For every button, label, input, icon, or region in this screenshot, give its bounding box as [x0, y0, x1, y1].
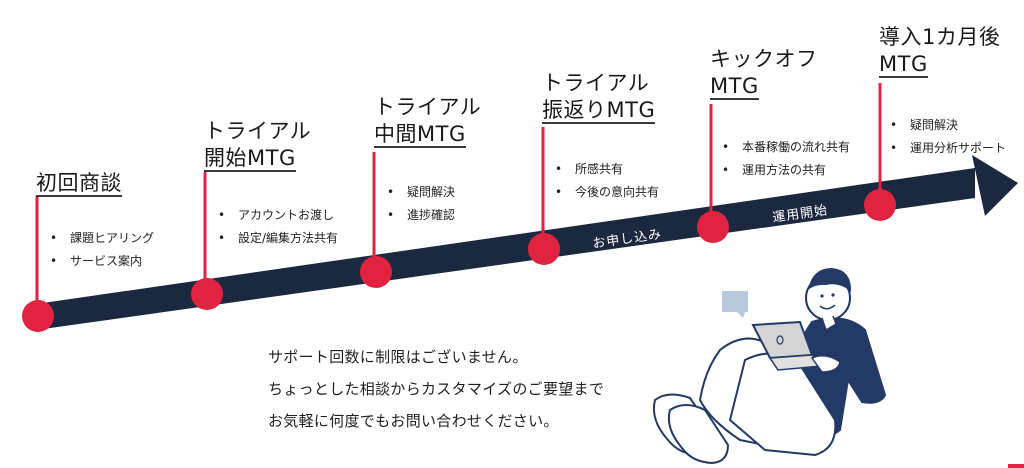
corner-accent-bar — [1008, 464, 1024, 468]
message-line: ちょっとした相談からカスタマイズのご要望まで — [268, 380, 605, 398]
bullet-item: 疑問解決 — [888, 114, 1006, 137]
stage-title: トライアル 中間MTG — [374, 94, 481, 148]
stage-bullets: 本番稼働の流れ共有 運用方法の共有 — [720, 136, 850, 182]
stage-node-6 — [864, 189, 896, 221]
stage-title-line: 導入1カ月後 — [879, 25, 1001, 49]
support-message: サポート回数に制限はございません。 ちょっとした相談からカスタマイズのご要望まで… — [268, 341, 604, 437]
stage-bullets: 課題ヒアリング サービス案内 — [48, 227, 154, 273]
bullet-item: アカウントお渡し — [216, 204, 338, 227]
stage-trial-midpoint: トライアル 中間MTG — [374, 94, 481, 148]
stage-title-line: 中間MTG — [374, 122, 466, 148]
bullet-item: サービス案内 — [48, 250, 154, 273]
bullet-item: 運用方法の共有 — [720, 159, 850, 182]
stage-bullets: アカウントお渡し 設定/編集方法共有 — [216, 204, 338, 250]
stage-title-line: トライアル — [204, 119, 312, 143]
stage-title-line: MTG — [879, 52, 928, 78]
stage-node-2 — [191, 278, 223, 310]
stage-trial-start: トライアル 開始MTG — [204, 118, 311, 172]
stage-bullets: 疑問解決 進捗確認 — [385, 181, 455, 227]
bullet-item: 進捗確認 — [385, 204, 455, 227]
bullet-item: 今後の意向共有 — [553, 181, 659, 204]
stage-title-line: キックオフ — [710, 47, 818, 71]
stage-node-3 — [360, 256, 392, 288]
bullet-item: 設定/編集方法共有 — [216, 227, 338, 250]
bullet-item: 本番稼働の流れ共有 — [720, 136, 850, 159]
stage-title: キックオフ MTG — [710, 46, 818, 100]
stage-node-4 — [528, 233, 560, 265]
bullet-item: 運用分析サポート — [888, 137, 1006, 160]
bullet-item: 疑問解決 — [385, 181, 455, 204]
stage-kickoff: キックオフ MTG — [710, 46, 818, 100]
arrow-head-icon — [972, 155, 1018, 216]
stage-title: 導入1カ月後 MTG — [879, 24, 1000, 78]
stage-initial-meeting: 初回商談 — [36, 170, 122, 197]
stage-title: 初回商談 — [36, 171, 122, 197]
stage-connectors — [35, 83, 882, 312]
bullet-item: 所感共有 — [553, 158, 659, 181]
stage-node-1 — [22, 300, 54, 332]
message-line: サポート回数に制限はございません。 — [268, 348, 528, 366]
stage-title-line: 振返りMTG — [542, 98, 656, 124]
stage-title-line: トライアル — [374, 95, 482, 119]
stage-title: トライアル 開始MTG — [204, 118, 311, 172]
speech-bubble-icon — [722, 291, 748, 312]
stage-title-line: MTG — [710, 74, 759, 100]
stage-title-line: トライアル — [542, 71, 650, 95]
timeline-band — [36, 168, 975, 330]
stage-title-line: 開始MTG — [204, 146, 296, 172]
stage-bullets: 所感共有 今後の意向共有 — [553, 158, 659, 204]
stage-title: トライアル 振返りMTG — [542, 70, 656, 124]
stage-bullets: 疑問解決 運用分析サポート — [888, 114, 1006, 160]
message-line: お気軽に何度でもお問い合わせください。 — [268, 412, 559, 430]
stage-node-5 — [697, 211, 729, 243]
bullet-item: 課題ヒアリング — [48, 227, 154, 250]
stage-one-month-followup: 導入1カ月後 MTG — [879, 24, 1000, 78]
stage-trial-review: トライアル 振返りMTG — [542, 70, 656, 124]
person-with-laptop-illustration — [652, 268, 887, 465]
